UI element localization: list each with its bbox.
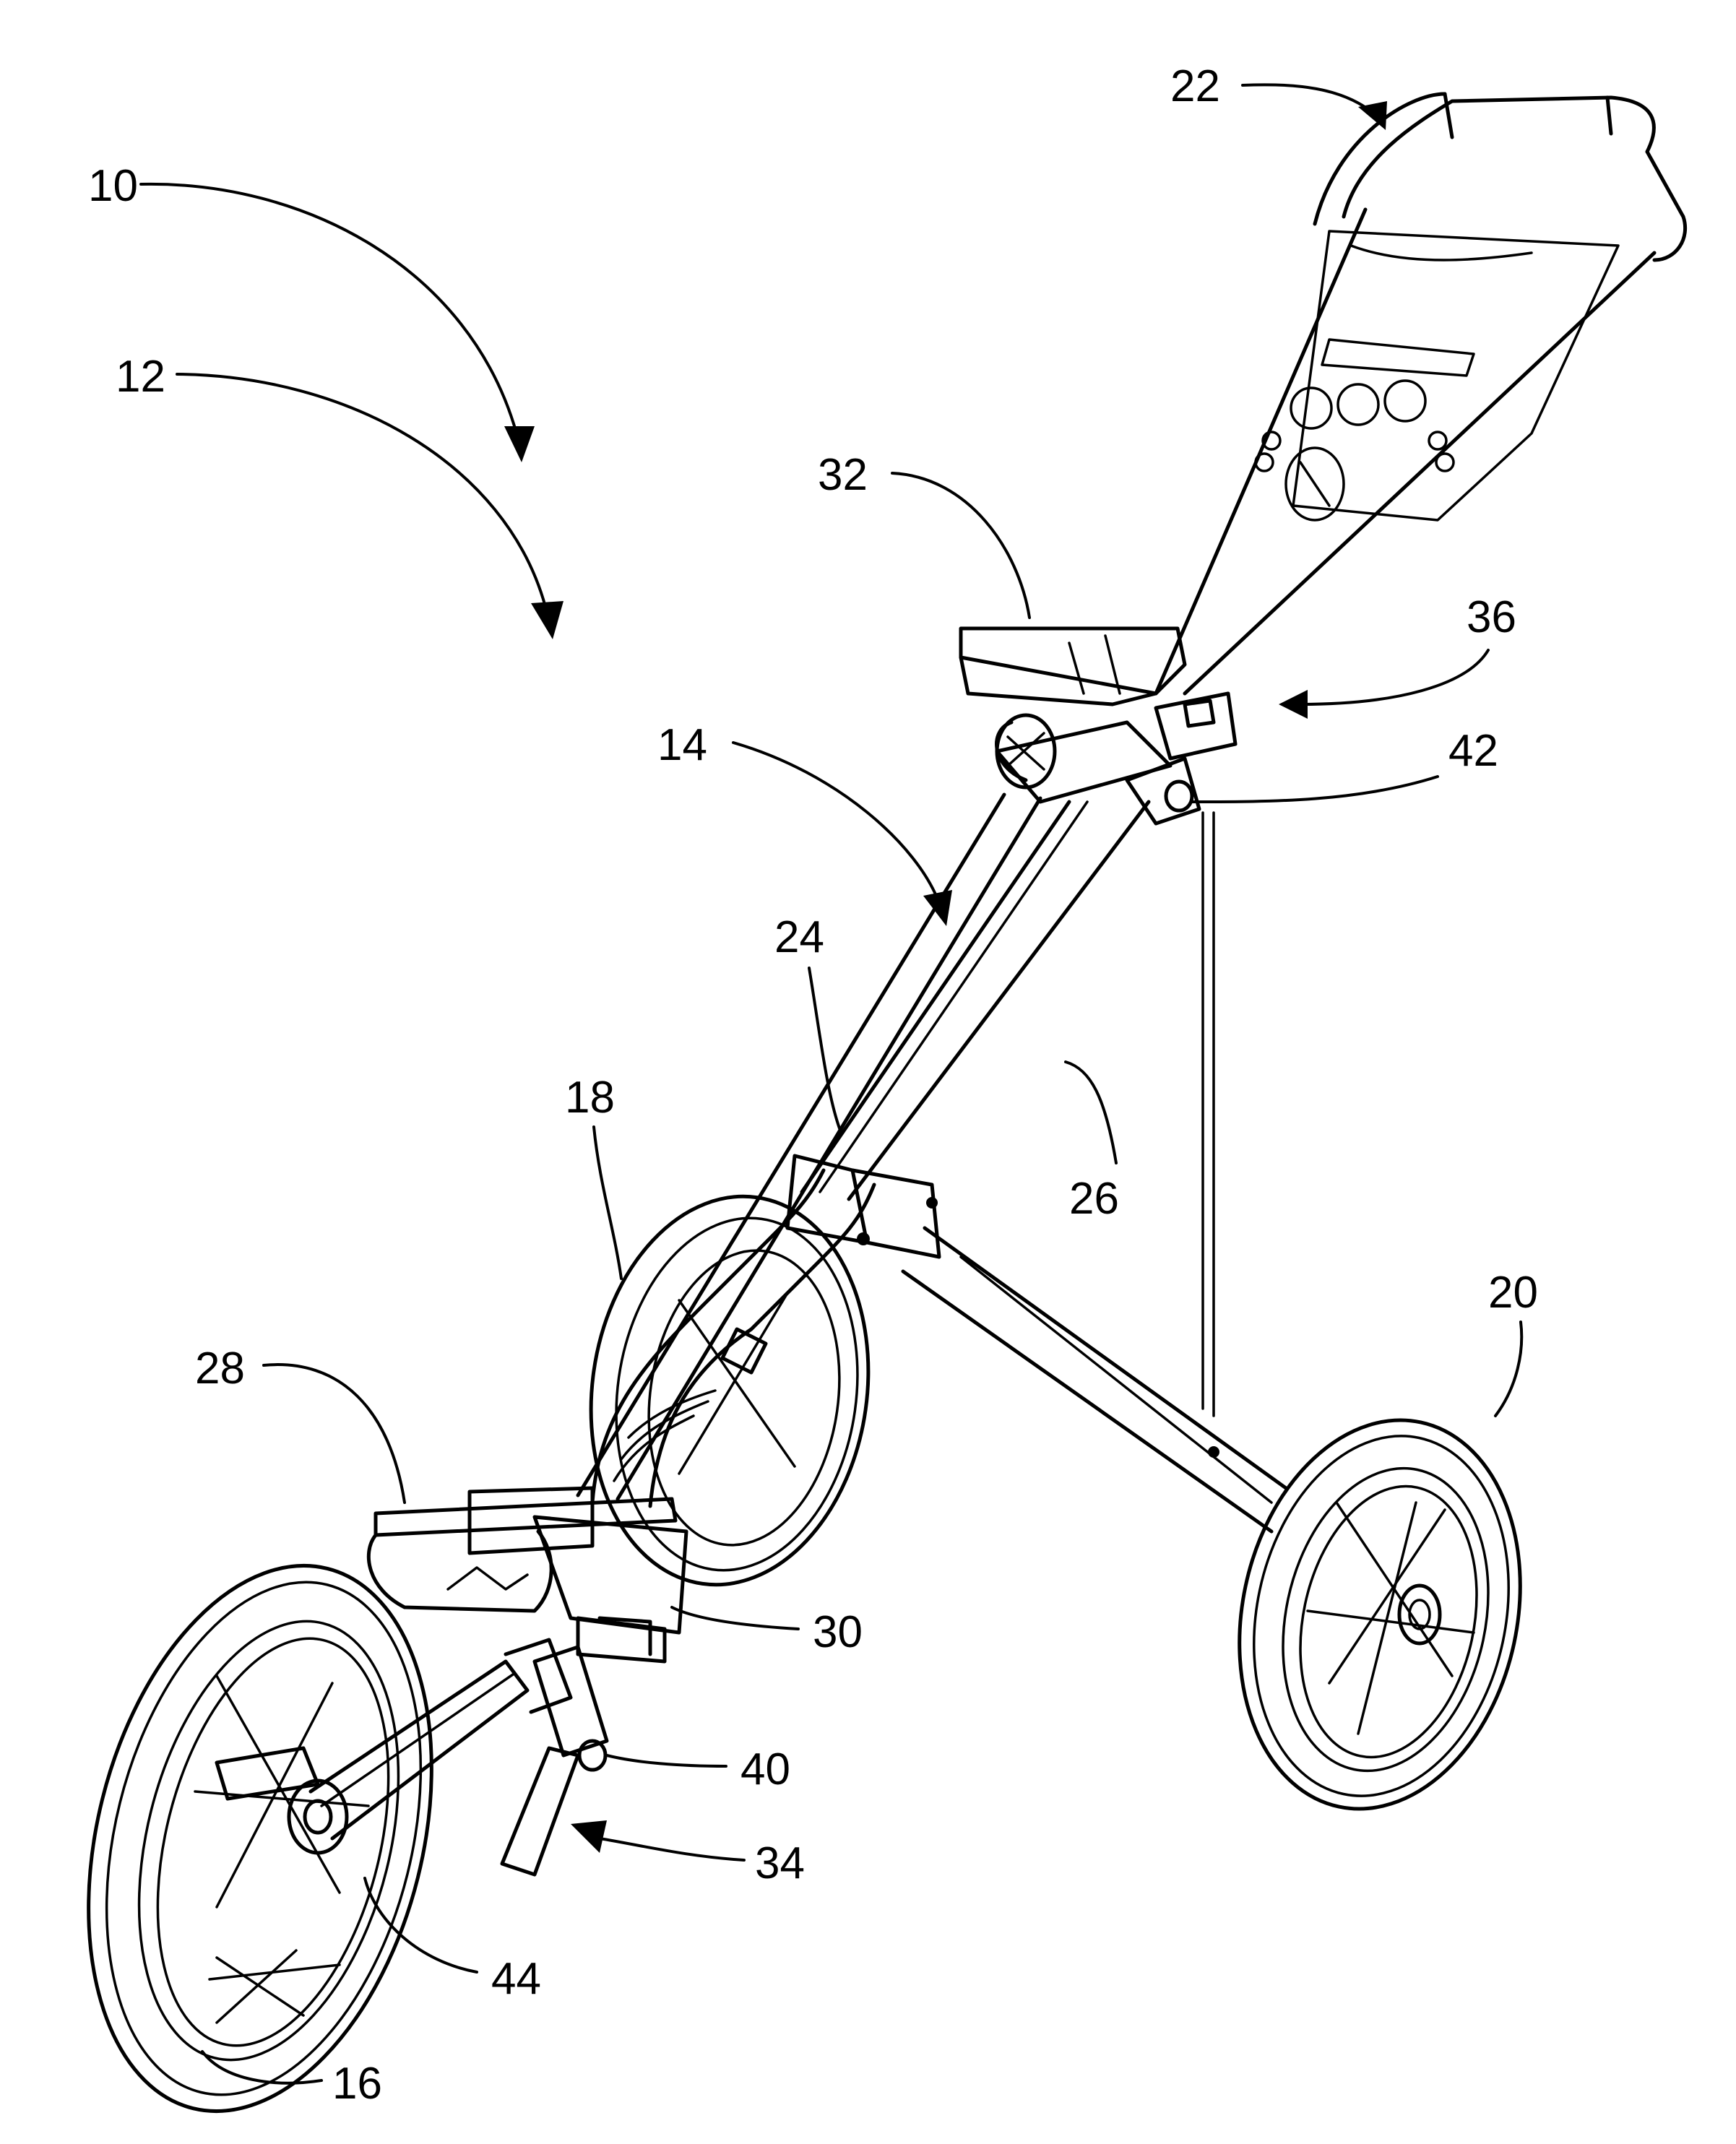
label-22: 22: [1170, 61, 1220, 111]
label-28: 28: [195, 1344, 245, 1393]
front-fork-arm: [311, 1640, 607, 1875]
label-24: 24: [774, 912, 824, 962]
label-12: 12: [116, 352, 165, 402]
label-40: 40: [740, 1745, 790, 1794]
handle: [1156, 94, 1685, 693]
label-26: 26: [1069, 1174, 1119, 1224]
label-34: 34: [755, 1838, 805, 1888]
label-36: 36: [1467, 592, 1516, 642]
label-32: 32: [818, 450, 868, 500]
front-wheel: [35, 1529, 485, 2144]
label-18: 18: [565, 1073, 615, 1123]
label-44: 44: [491, 1954, 541, 2004]
upper-hinge: [997, 693, 1235, 824]
label-14: 14: [657, 720, 707, 770]
label-42: 42: [1448, 726, 1498, 776]
label-10: 10: [88, 161, 138, 211]
label-30: 30: [813, 1607, 863, 1657]
label-16: 16: [332, 2059, 382, 2109]
rear-right-wheel: [1205, 1393, 1555, 1835]
label-20: 20: [1488, 1268, 1538, 1318]
scorecard-holder: [961, 628, 1185, 704]
